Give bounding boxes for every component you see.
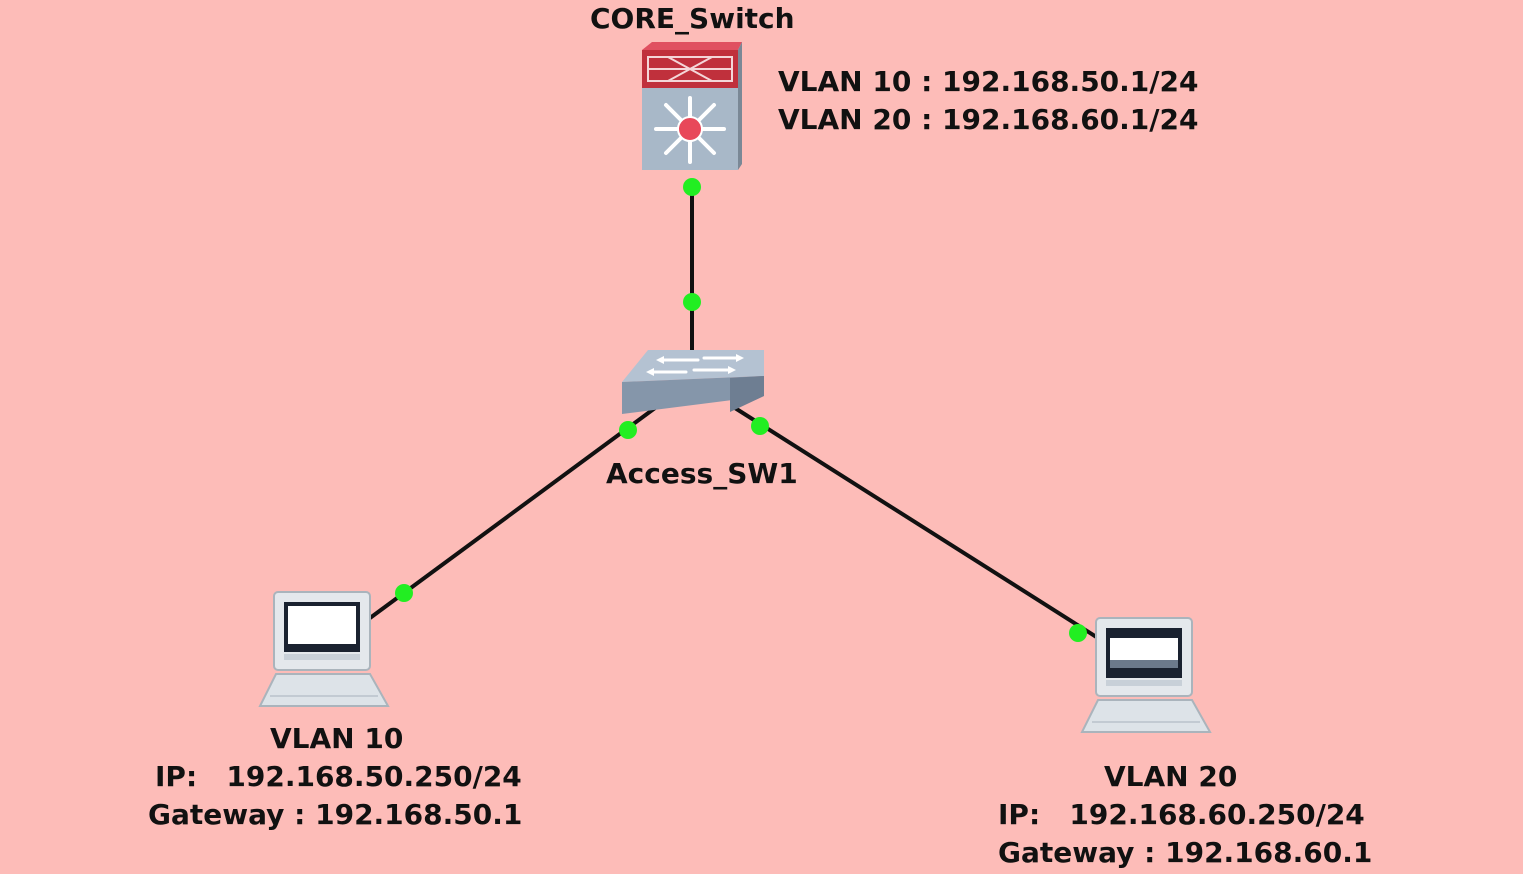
pc1-ip-label: IP: 192.168.50.250/24: [155, 760, 522, 793]
pc1-gateway-label: Gateway : 192.168.50.1: [148, 798, 523, 831]
pc1-vlan-label: VLAN 10: [270, 722, 404, 755]
pc2-ip-label: IP: 192.168.60.250/24: [998, 798, 1365, 831]
core-switch-label: CORE_Switch: [590, 2, 795, 35]
port-indicator-core-down: [683, 178, 701, 196]
pc2-computer-icon[interactable]: [1080, 616, 1212, 738]
port-indicator-pc2: [1069, 624, 1087, 642]
port-indicator-access-up: [683, 293, 701, 311]
access-switch-label: Access_SW1: [606, 457, 798, 490]
port-indicator-pc1: [395, 584, 413, 602]
port-indicator-access-left: [619, 421, 637, 439]
core-switch-vlan20-info: VLAN 20 : 192.168.60.1/24: [778, 103, 1199, 136]
core-switch-vlan10-info: VLAN 10 : 192.168.50.1/24: [778, 65, 1199, 98]
link-access-pc2[interactable]: [733, 406, 1100, 640]
link-access-pc1[interactable]: [368, 406, 657, 620]
access-switch-icon[interactable]: [620, 348, 766, 416]
pc2-gateway-label: Gateway : 192.168.60.1: [998, 836, 1373, 869]
pc2-vlan-label: VLAN 20: [1104, 760, 1238, 793]
core-switch-icon[interactable]: [638, 40, 744, 174]
pc1-computer-icon[interactable]: [258, 590, 390, 712]
port-indicator-access-right: [751, 417, 769, 435]
